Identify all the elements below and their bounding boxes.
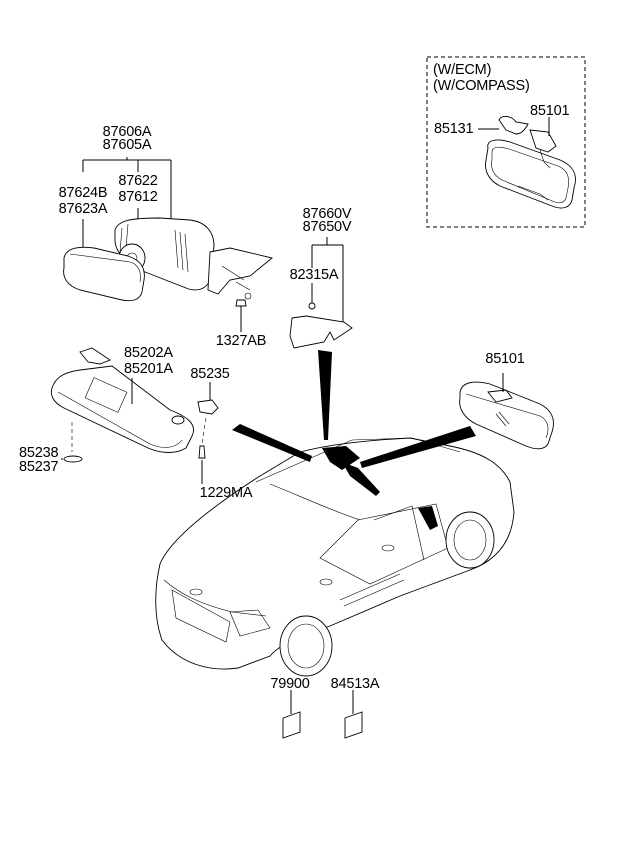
part-label-85131: 85131 [434, 121, 474, 137]
part-label-87624b: 87624B [58, 185, 108, 201]
ecm-leaders [478, 117, 550, 136]
part-label-87622: 87622 [118, 173, 158, 189]
part-label-1229ma: 1229MA [199, 485, 253, 501]
sun-visor-assembly [50, 347, 219, 484]
part-label-85101-ecm: 85101 [530, 103, 570, 119]
part-label-84513a: 84513A [330, 676, 380, 692]
part-label-87660v: 87660V [302, 206, 352, 222]
part-label-1327ab: 1327AB [215, 333, 267, 349]
part-label-79900: 79900 [270, 676, 310, 692]
delta-cover [289, 237, 353, 440]
sedan-car [155, 424, 515, 677]
outside-mirror-assembly [63, 157, 273, 332]
part-label-87606a: 87606A [102, 124, 152, 140]
part-label-85235: 85235 [190, 366, 230, 382]
part-label-82315a: 82315A [289, 267, 339, 283]
option-condition-compass: (W/COMPASS) [433, 78, 530, 94]
part-label-87623a: 87623A [58, 201, 108, 217]
inside-mirror [459, 373, 554, 450]
part-label-87650v: 87650V [302, 219, 352, 235]
label-decals [282, 690, 363, 739]
part-label-85201a: 85201A [124, 361, 173, 377]
part-label-85101: 85101 [485, 351, 525, 367]
option-condition-ecm: (W/ECM) [433, 62, 492, 78]
part-label-85202a: 85202A [124, 345, 173, 361]
part-label-87612: 87612 [118, 189, 158, 205]
ecm-mirror [485, 115, 576, 209]
option-box [426, 56, 586, 228]
part-label-85238: 85238 [19, 445, 59, 461]
part-label-87605a: 87605A [102, 137, 152, 153]
part-label-85237: 85237 [19, 459, 59, 475]
